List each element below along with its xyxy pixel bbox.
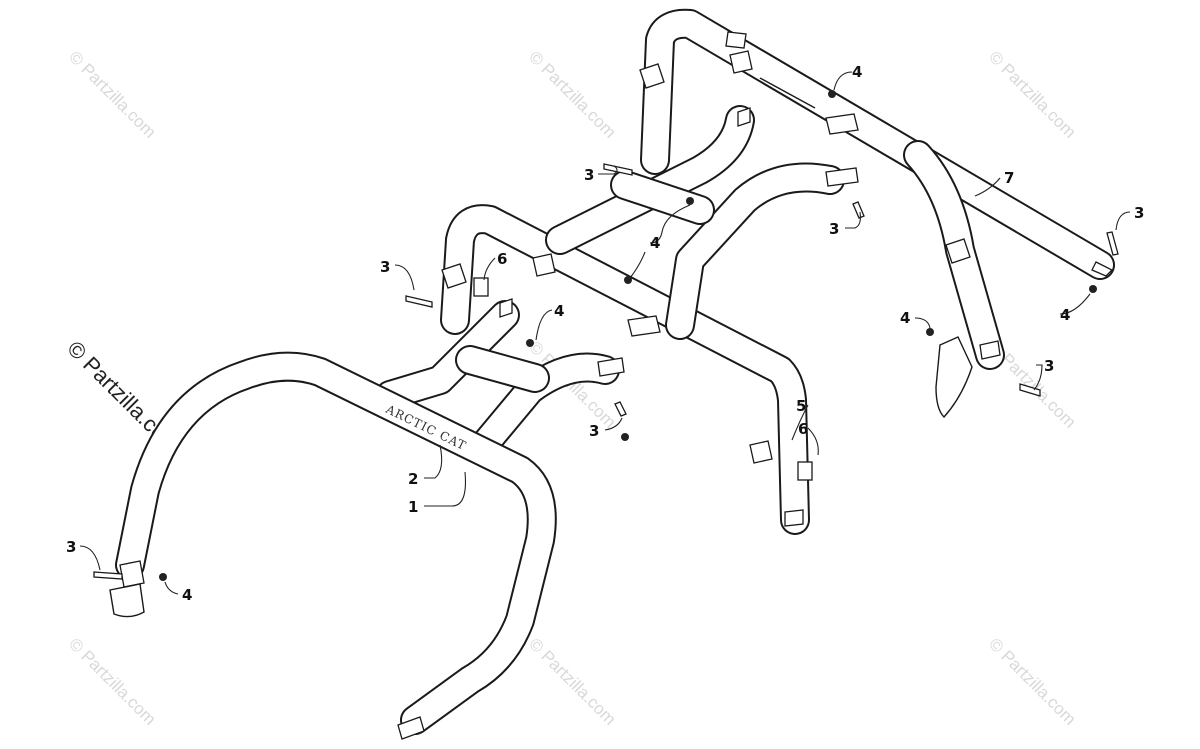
nut [621,433,629,441]
leader-lines [79,71,1131,595]
callout-3: 3 [380,258,390,276]
nut [686,197,694,205]
rear-cage-part-7 [639,8,1115,370]
middle-cage-part-5 [440,204,813,535]
fasteners [93,90,1119,581]
callout-3: 3 [1044,357,1054,375]
side-rails-part-2 [375,105,859,465]
watermark: © Partzilla.com [525,47,619,141]
callout-4: 4 [554,302,564,320]
callouts: 1 2 3 3 3 3 3 3 3 4 4 4 4 4 4 5 6 6 7 [66,63,1144,604]
callout-4: 4 [650,234,660,252]
callout-3: 3 [584,166,594,184]
callout-7: 7 [1004,169,1014,187]
callout-1: 1 [408,498,418,516]
watermark: © Partzilla.com [985,47,1079,141]
callout-2: 2 [408,470,418,488]
decal-part-6 [473,277,489,297]
nut [1089,285,1097,293]
watermark: © Partzilla.com [525,634,619,728]
callout-3: 3 [66,538,76,556]
callout-3: 3 [829,220,839,238]
watermark: © Partzilla.com [65,47,159,141]
callout-3: 3 [589,422,599,440]
watermark: © Partzilla.com [65,634,159,728]
decal-part-6 [797,461,813,481]
callout-3: 3 [1134,204,1144,222]
nut [926,328,934,336]
callout-4: 4 [1060,306,1070,324]
callout-4: 4 [900,309,910,327]
nut [159,573,167,581]
nut [828,90,836,98]
callout-6: 6 [798,420,808,438]
callout-5: 5 [796,397,806,415]
nut [526,339,534,347]
callout-4: 4 [852,63,862,81]
front-cage-part-1: ARCTIC CAT [109,336,973,740]
watermark: © Partzilla.com [985,634,1079,728]
callout-6: 6 [497,250,507,268]
callout-4: 4 [182,586,192,604]
